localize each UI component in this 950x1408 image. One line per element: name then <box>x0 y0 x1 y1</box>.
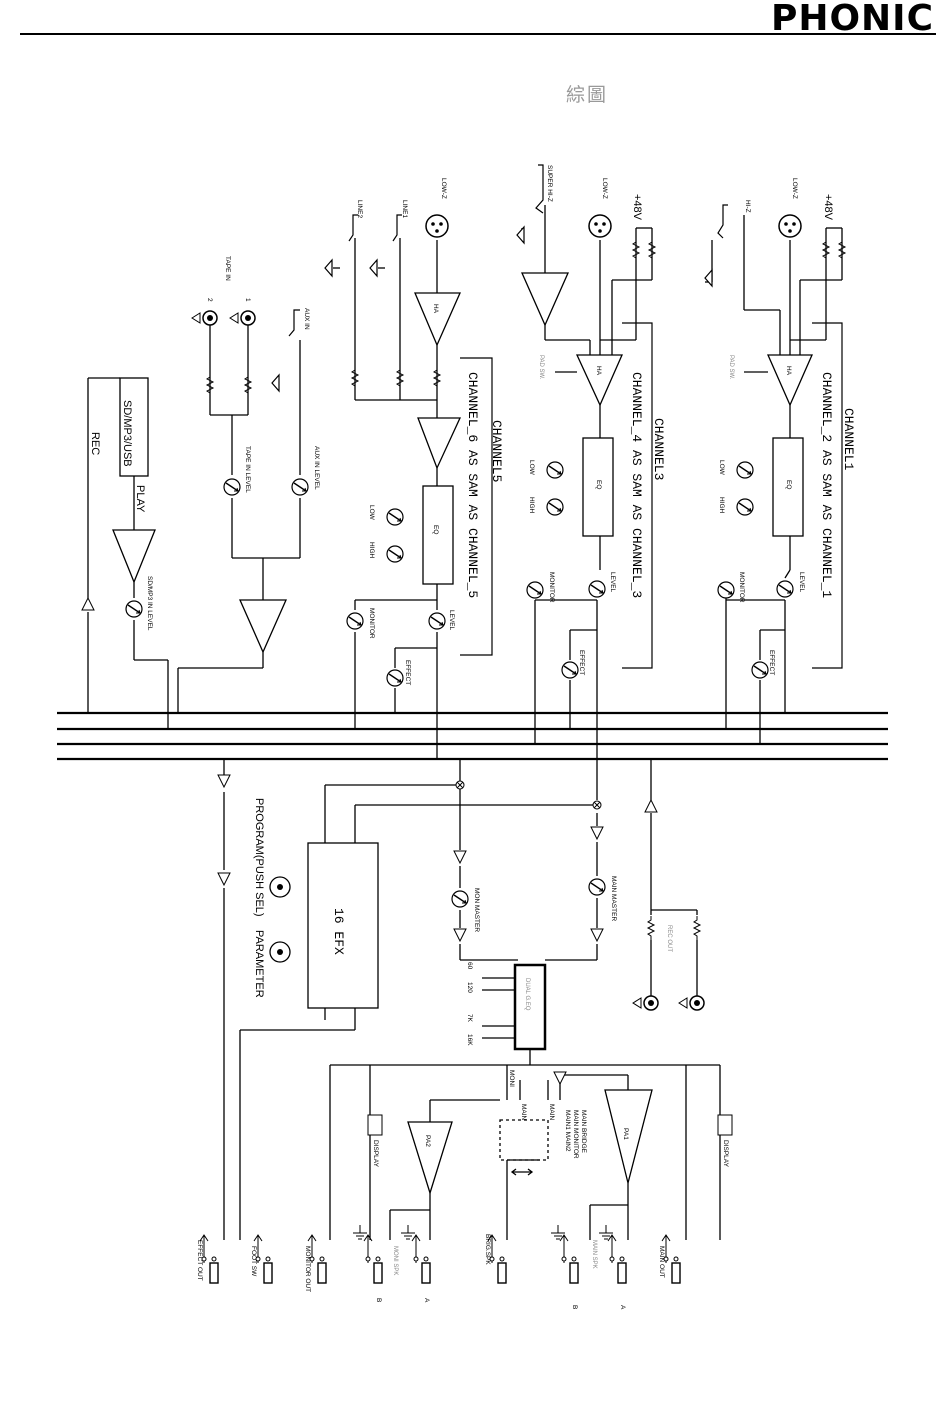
main-label: MAIN <box>520 1104 527 1121</box>
effect-label: EFFECT <box>578 650 585 675</box>
line2-label: LINE2 <box>356 200 363 218</box>
phantom-label: +48V <box>631 194 643 221</box>
f60-label: 60 <box>466 962 473 970</box>
mon-master-label: MON MASTER <box>473 888 480 932</box>
geq-label: DUAL G.EQ <box>524 978 530 1011</box>
high-label: HIGH <box>368 542 375 559</box>
brig-spk-label: BRIG.SPK <box>484 1234 491 1265</box>
main-monitor-label: MAIN MONITOR <box>572 1110 579 1159</box>
rec-label: REC <box>89 432 101 455</box>
monitor-label: MONITOR <box>548 572 555 603</box>
tape-1-label: 1 <box>244 298 251 302</box>
effect-out-label: EFFECT OUT <box>196 1240 203 1281</box>
pa2-label: PA2 <box>424 1135 431 1147</box>
main1-main2-label: MAIN1 MAIN2 <box>564 1110 571 1152</box>
hi-z-label: HI-Z <box>744 200 751 213</box>
jack-b-label: B <box>375 1298 382 1302</box>
ch5-note: CHANNEL_6 AS SAM AS CHANNEL_5 <box>465 372 480 598</box>
ha-label: HA <box>432 304 439 314</box>
aux-in-level-label: AUX IN LEVEL <box>313 446 320 490</box>
tape-2-label: 2 <box>206 298 213 302</box>
display-label: DISPLAY <box>722 1140 729 1168</box>
eq-label: EQ <box>785 480 792 489</box>
f16k-label: 16K <box>466 1034 473 1046</box>
main-bridge-label: MAIN BRIDGE <box>580 1110 587 1154</box>
f120-label: 120 <box>466 982 473 993</box>
pad-sw-label: PAD SW. <box>728 355 734 380</box>
program-label: PROGRAM(PUSH SEL) <box>253 798 265 917</box>
tape-in-label: TAPE IN <box>224 256 231 281</box>
efx-label: 16 EFX <box>331 908 346 955</box>
effect-label: EFFECT <box>404 660 411 685</box>
low-label: LOW <box>368 505 375 521</box>
ch3-title: CHANNEL3 <box>651 418 666 480</box>
main-label: MAIN <box>548 1104 555 1121</box>
moni-label: MONI <box>508 1070 515 1087</box>
ch1-title: CHANNEL1 <box>841 408 856 471</box>
header-rule <box>20 33 936 35</box>
jack-a-label: A <box>423 1298 430 1303</box>
f7k-label: 7K <box>466 1014 473 1023</box>
play-label: PLAY <box>134 485 146 513</box>
monitor-out-label: MONITOR OUT <box>304 1246 311 1292</box>
ch3-note: CHANNEL_4 AS SAM AS CHANNEL_3 <box>629 372 644 598</box>
effect-label: EFFECT <box>768 650 775 675</box>
page-title: 綜圖 <box>566 84 609 106</box>
parameter-label: PARAMETER <box>253 930 265 998</box>
display-label: DISPLAY <box>372 1140 379 1168</box>
eq-label: EQ <box>432 525 439 534</box>
ha-label: HA <box>785 366 792 376</box>
ch1-note: CHANNEL_2 AS SAM AS CHANNEL_1 <box>819 372 834 598</box>
level-label: LEVEL <box>798 572 805 593</box>
foot-sw-label: FOOT SW <box>250 1246 257 1277</box>
level-label: LEVEL <box>448 610 455 631</box>
main-spk-label: MAIN SPK <box>591 1240 597 1269</box>
line1-label: LINE1 <box>401 200 408 218</box>
phantom-label: +48V <box>822 194 834 221</box>
monitor-label: MONITOR <box>738 572 745 603</box>
main-master-label: MAIN MASTER <box>610 876 617 921</box>
ch5-title: CHANNEL5 <box>489 420 504 482</box>
low-label: LOW <box>528 460 535 476</box>
level-label: LEVEL <box>609 572 616 593</box>
low-z-label: LOW-Z <box>440 178 447 199</box>
jack-a-label: A <box>619 1305 626 1310</box>
super-hi-z-label: SUPER HI-Z <box>546 165 553 202</box>
brand-logo: PHONIC <box>770 0 934 39</box>
sd-level-label: SD/MP3 IN LEVEL <box>146 576 153 631</box>
sd-box-label: SD/MP3/USB <box>121 400 133 467</box>
moni-spk-label: MONI SPK <box>392 1246 398 1275</box>
low-z-label: LOW-Z <box>791 178 798 199</box>
tape-in-level-label: TAPE IN LEVEL <box>244 446 251 493</box>
monitor-label: MONITOR <box>368 608 375 639</box>
low-z-label: LOW-Z <box>601 178 608 199</box>
high-label: HIGH <box>718 497 725 514</box>
aux-in-label: AUX IN <box>303 308 310 330</box>
rec-out-label: REC OUT <box>666 925 672 952</box>
eq-label: EQ <box>595 480 602 489</box>
ha-label: HA <box>595 366 602 376</box>
high-label: HIGH <box>528 497 535 514</box>
main-out-label: MAIN OUT <box>658 1246 665 1278</box>
pa1-label: PA1 <box>622 1128 629 1140</box>
jack-b-label: B <box>571 1305 578 1309</box>
low-label: LOW <box>718 460 725 476</box>
pad-sw-label: PAD SW. <box>538 355 544 380</box>
